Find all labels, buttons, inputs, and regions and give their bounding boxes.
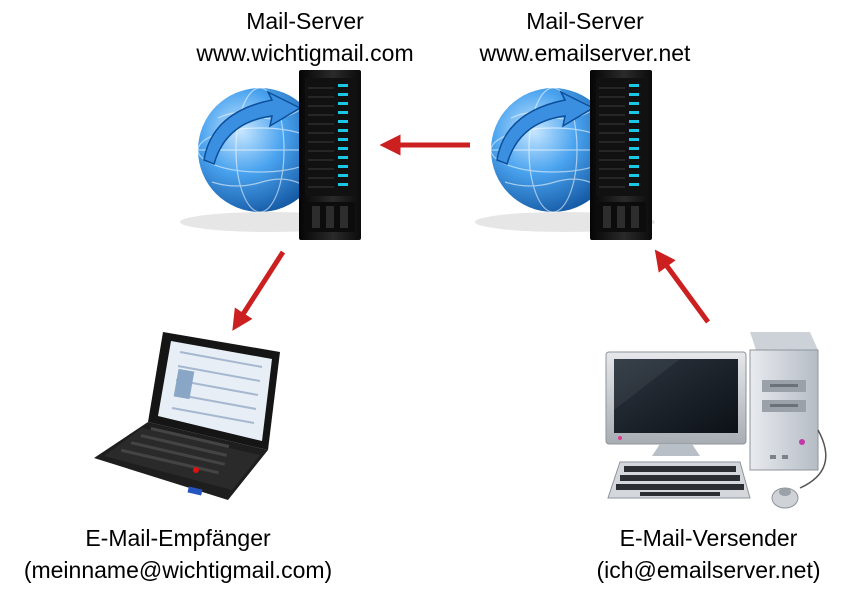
flow-arrows xyxy=(232,134,711,331)
recipient-address: (meinname@wichtigmail.com) xyxy=(23,557,333,583)
arrow-sender-to-right-server xyxy=(654,249,711,324)
recipient-title: E-Mail-Empfänger xyxy=(85,525,271,551)
server-right-icon xyxy=(475,70,655,240)
sender-title: E-Mail-Versender xyxy=(619,525,798,551)
server-left-domain: www.wichtigmail.com xyxy=(196,40,414,66)
server-left-icon xyxy=(180,70,361,240)
server-left-label: Mail-Server www.wichtigmail.com xyxy=(155,5,455,69)
desktop-computer-icon xyxy=(605,332,827,509)
server-right-domain: www.emailserver.net xyxy=(479,40,691,66)
arrow-left-server-to-recipient xyxy=(232,250,286,331)
server-left-title: Mail-Server xyxy=(246,8,364,34)
server-right-label: Mail-Server www.emailserver.net xyxy=(435,5,735,69)
sender-address: (ich@emailserver.net) xyxy=(596,557,821,583)
server-right-title: Mail-Server xyxy=(526,8,644,34)
laptop-icon xyxy=(94,332,280,500)
sender-label: E-Mail-Versender (ich@emailserver.net) xyxy=(575,522,842,586)
recipient-label: E-Mail-Empfänger (meinname@wichtigmail.c… xyxy=(0,522,356,586)
